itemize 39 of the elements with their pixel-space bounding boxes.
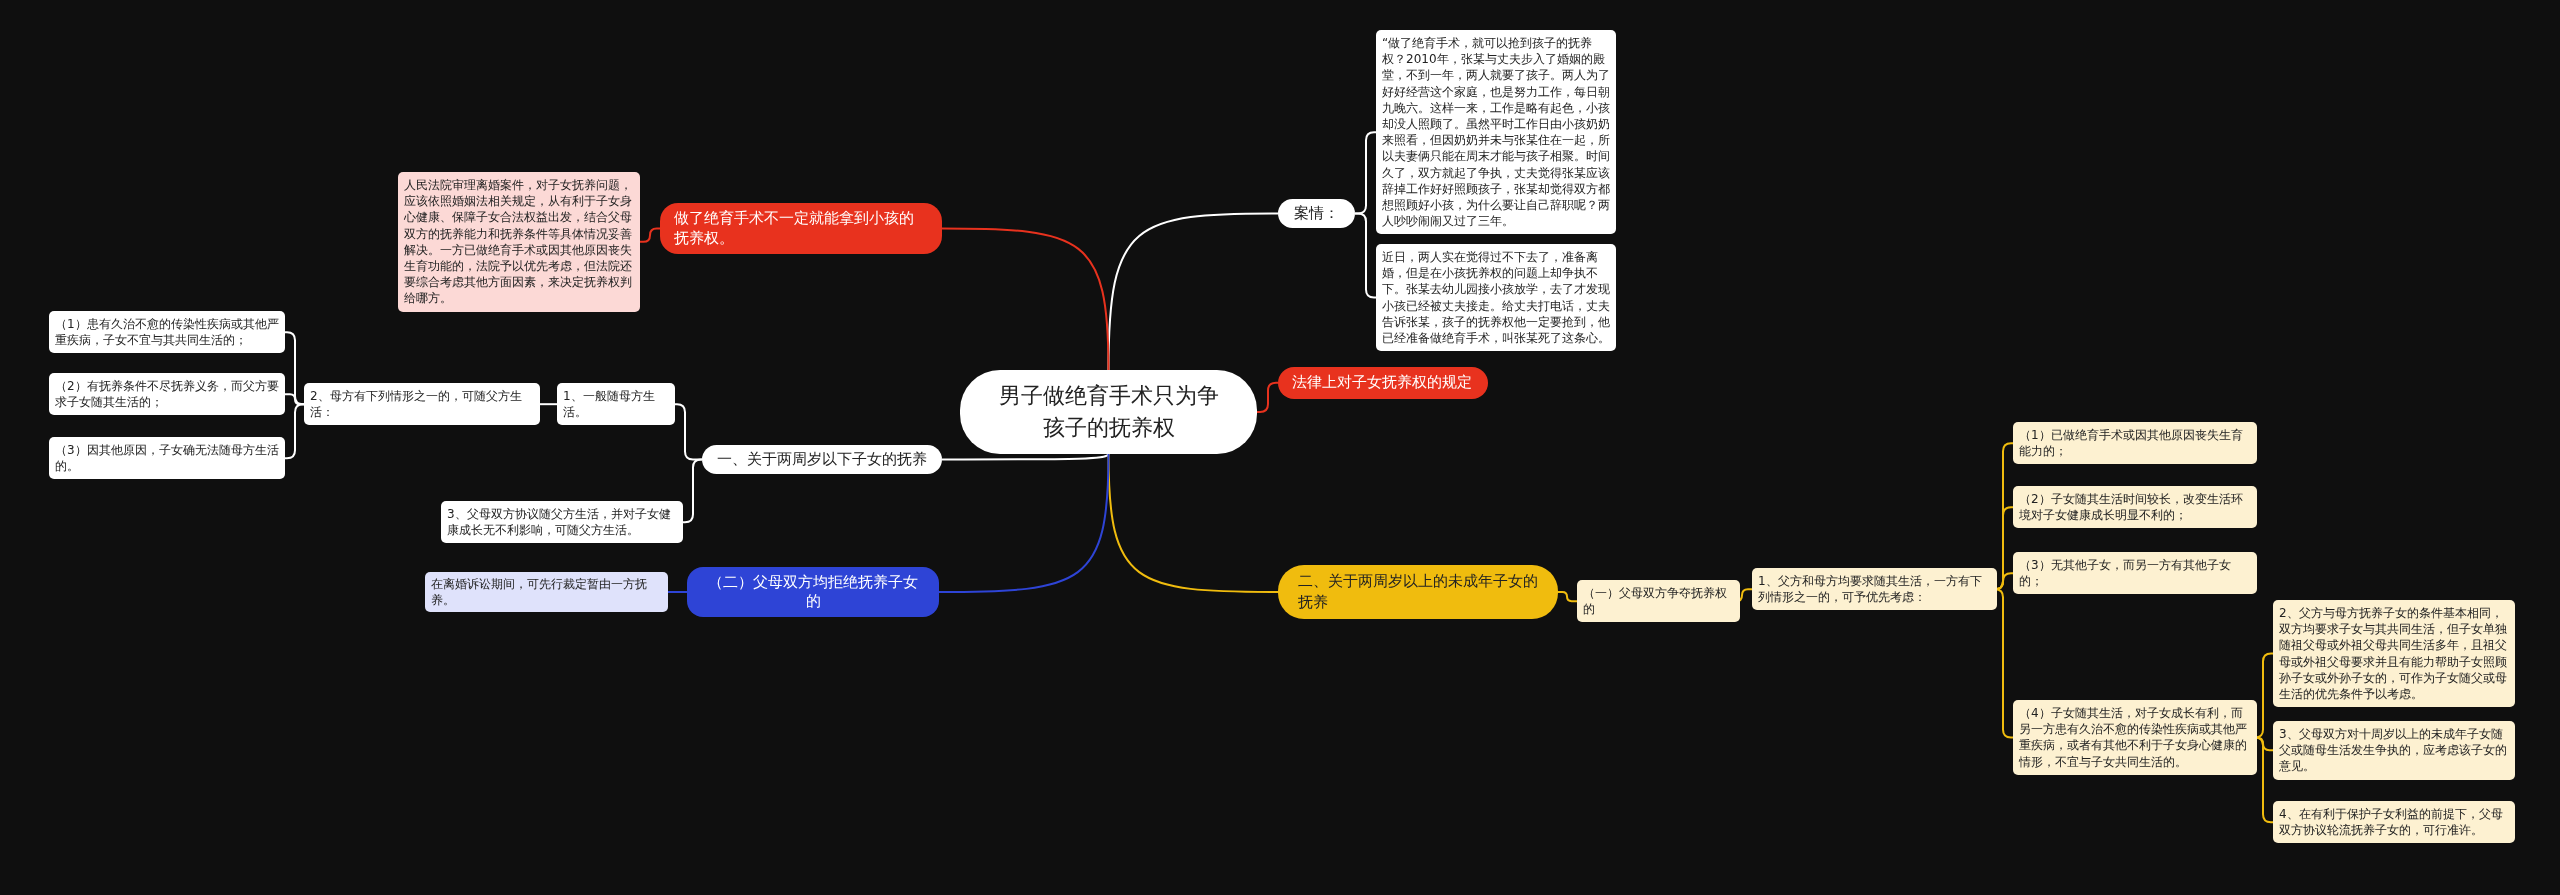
text-card: 在离婚诉讼期间，可先行裁定暂由一方抚养。: [425, 572, 668, 613]
connector-line: [539, 403, 558, 406]
connector-line: [1107, 452, 1279, 593]
text-card: （2）有抚养条件不尽抚养义务，而父方要求子女随其生活的；: [49, 373, 285, 416]
topic-pill: 二、关于两周岁以上的未成年子女的抚养: [1278, 565, 1558, 619]
central-topic: 男子做绝育手术只为争孩子的抚养权: [960, 370, 1257, 454]
connector-line: [284, 403, 305, 460]
note-card: 人民法院审理离婚案件，对子女抚养问题，应该依照婚姻法相关规定，从有利于子女身心健康、保障子女合法权益出发，结合父母双方的抚养能力和抚养条件等具体情况妥善解决。一方已做绝育手术或因其他原因丧失生育功能的，法院予以优先考虑，但法院还要综合考虑其他方面因素，来决定抚养权判给哪方。: [398, 172, 640, 312]
text-card: （3）无其他子女，而另一方有其他子女的；: [2013, 552, 2257, 595]
connector-line: [1557, 591, 1578, 603]
text-card: 3、父母双方协议随父方生活，并对子女健康成长无不利影响，可随父方生活。: [441, 501, 683, 544]
text-card: 4、在有利于保护子女利益的前提下，父母双方协议轮流抚养子女的，可行准许。: [2273, 801, 2515, 844]
topic-pill: 法律上对子女抚养权的规定: [1278, 367, 1488, 399]
topic-pill: 一、关于两周岁以下子女的抚养: [702, 445, 942, 474]
text-card: （3）因其他原因，子女确无法随母方生活的。: [49, 437, 285, 480]
connector-line: [1256, 381, 1279, 413]
connector-line: [941, 227, 1110, 371]
connector-line: [682, 458, 703, 524]
connector-line: [938, 452, 1110, 593]
text-card: 近日，两人实在觉得过不下去了，准备离婚，但是在小孩抚养权的问题上却争执不下。张某去幼儿园接小孩放学，去了才发现小孩已经被丈夫接走。给丈夫打电话，丈夫告诉张某，孩子的抚养权他一定要抢到，他已经准备做绝育手术，叫张某死了这条心。: [1376, 244, 1616, 352]
text-card: 1、一般随母方生活。: [557, 383, 675, 426]
connector-line: [667, 591, 688, 593]
text-card: “做了绝育手术，就可以抢到孩子的抚养权？2010年，张某与丈夫步入了婚姻的殿堂，不到一年，两人就要了孩子。两人为了好好经营这个家庭，也是努力工作，每日朝九晚六。这样一来，工作是略有起色，小孩却没人照顾了。虽然平时工作日由小孩奶奶来照看，但因奶奶并未与张某住在一起，所以夫妻俩只能在周末才能与孩子相聚。时间久了，双方就起了争执，丈夫觉得张某应该辞掉工作好好照顾孩子，张某却觉得双方都想照顾好小孩，为什么要让自己辞职呢？两人吵吵闹闹又过了三年。: [1376, 30, 1616, 235]
connector-line: [941, 452, 1110, 461]
connector-line: [1107, 212, 1279, 371]
text-card: 2、母方有下列情形之一的，可随父方生活：: [304, 383, 540, 426]
connector-line: [1354, 212, 1377, 299]
text-card: 3、父母双方对十周岁以上的未成年子女随父或随母生活发生争执的，应考虑该子女的意见。: [2273, 721, 2515, 780]
topic-pill: 做了绝育手术不一定就能拿到小孩的抚养权。: [660, 203, 942, 254]
text-card: （4）子女随其生活，对子女成长有利，而另一方患有久治不愈的传染性疾病或其他严重疾病，或者有其他不利于子女身心健康的情形，不宜与子女共同生活的。: [2013, 700, 2257, 775]
topic-pill: 案情：: [1278, 199, 1355, 228]
connector-line: [639, 227, 661, 243]
text-card: 1、父方和母方均要求随其生活，一方有下列情形之一的，可予优先考虑：: [1752, 568, 1997, 611]
text-card: 2、父方与母方抚养子女的条件基本相同，双方均要求子女与其共同生活，但子女单独随祖父母或外祖父母共同生活多年，且祖父母或外祖父母要求并且有能力帮助子女照顾孙子女或外孙子女的，可作为子女随父或母生活的优先条件予以考虑。: [2273, 600, 2515, 708]
text-card: （1）患有久治不愈的传染性疾病或其他严重疾病，子女不宜与其共同生活的；: [49, 311, 285, 354]
text-card: （一）父母双方争夺抚养权的: [1577, 580, 1740, 623]
text-card: （1）已做绝育手术或因其他原因丧失生育能力的；: [2013, 422, 2257, 465]
topic-pill: （二）父母双方均拒绝抚养子女的: [687, 567, 939, 617]
text-card: （2）子女随其生活时间较长，改变生活环境对子女健康成长明显不利的；: [2013, 486, 2257, 529]
